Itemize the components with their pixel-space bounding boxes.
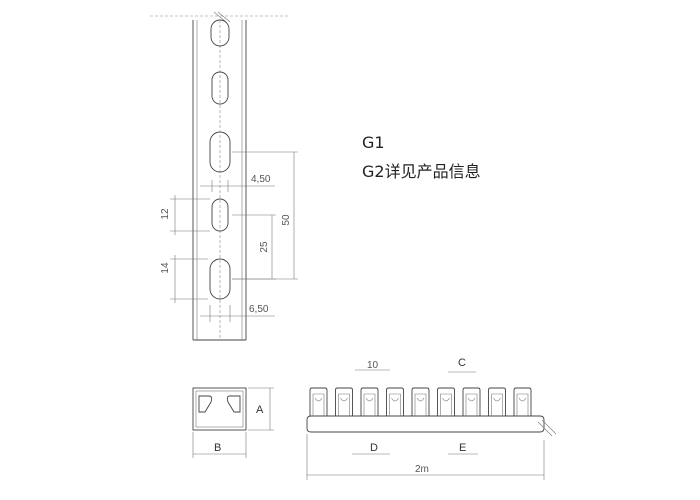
duct-finger-notch <box>391 397 399 402</box>
duct-finger <box>462 387 481 416</box>
duct-finger-notch <box>314 397 323 402</box>
dim-top-10: 10 <box>367 360 379 371</box>
note-g1: G1 <box>362 133 385 152</box>
section-lip-left <box>198 395 213 413</box>
duct-finger <box>437 387 455 416</box>
duct-finger-notch <box>467 397 476 402</box>
label-height-a: A <box>256 404 264 416</box>
duct-finger-notch <box>365 397 374 402</box>
dim-slot-small: 12 <box>160 208 171 220</box>
label-width-b: B <box>214 442 221 454</box>
duct-finger-inner <box>389 393 401 416</box>
dim-width-bottom: 6,50 <box>249 304 269 315</box>
duct-finger <box>513 387 532 416</box>
duct-finger-inner <box>465 393 478 416</box>
duct-finger-notch <box>442 397 450 402</box>
duct-finger-notch <box>416 397 425 402</box>
duct-cross-section: A B <box>192 387 274 458</box>
note-g2: G2详见产品信息 <box>362 162 481 181</box>
rail-slot <box>209 258 231 300</box>
duct-finger <box>488 387 506 416</box>
duct-base <box>306 415 545 433</box>
duct-finger <box>411 387 430 416</box>
duct-finger <box>360 387 379 416</box>
duct-finger <box>309 387 328 416</box>
mounting-rail: 4,50 6,50 12 14 25 50 <box>150 11 298 341</box>
duct-side-view: 10 C D E 2m <box>306 357 557 480</box>
duct-fingers <box>309 387 532 416</box>
dim-pitch-25: 25 <box>259 241 270 253</box>
duct-finger-inner <box>516 393 529 416</box>
duct-finger <box>335 387 353 416</box>
duct-finger-notch <box>493 397 501 402</box>
duct-finger-inner <box>363 393 376 416</box>
section-lip-right <box>226 395 241 413</box>
dim-width-top: 4,50 <box>251 174 271 185</box>
duct-finger <box>386 387 404 416</box>
label-e: E <box>459 442 466 454</box>
label-length: 2m <box>415 464 429 475</box>
label-c: C <box>458 357 466 369</box>
section-outline <box>192 387 247 431</box>
duct-finger-notch <box>518 397 527 402</box>
section-inner <box>195 390 244 428</box>
duct-finger-inner <box>414 393 427 416</box>
break-mark-icon <box>537 419 557 437</box>
break-mark-icon <box>213 11 231 23</box>
dim-slot-large: 14 <box>160 262 171 274</box>
label-d: D <box>370 442 378 454</box>
duct-finger-inner <box>491 393 503 416</box>
duct-finger-inner <box>440 393 452 416</box>
duct-finger-inner <box>338 393 350 416</box>
duct-finger-notch <box>340 397 348 402</box>
dim-pitch-50: 50 <box>281 214 292 226</box>
duct-finger-inner <box>312 393 325 416</box>
